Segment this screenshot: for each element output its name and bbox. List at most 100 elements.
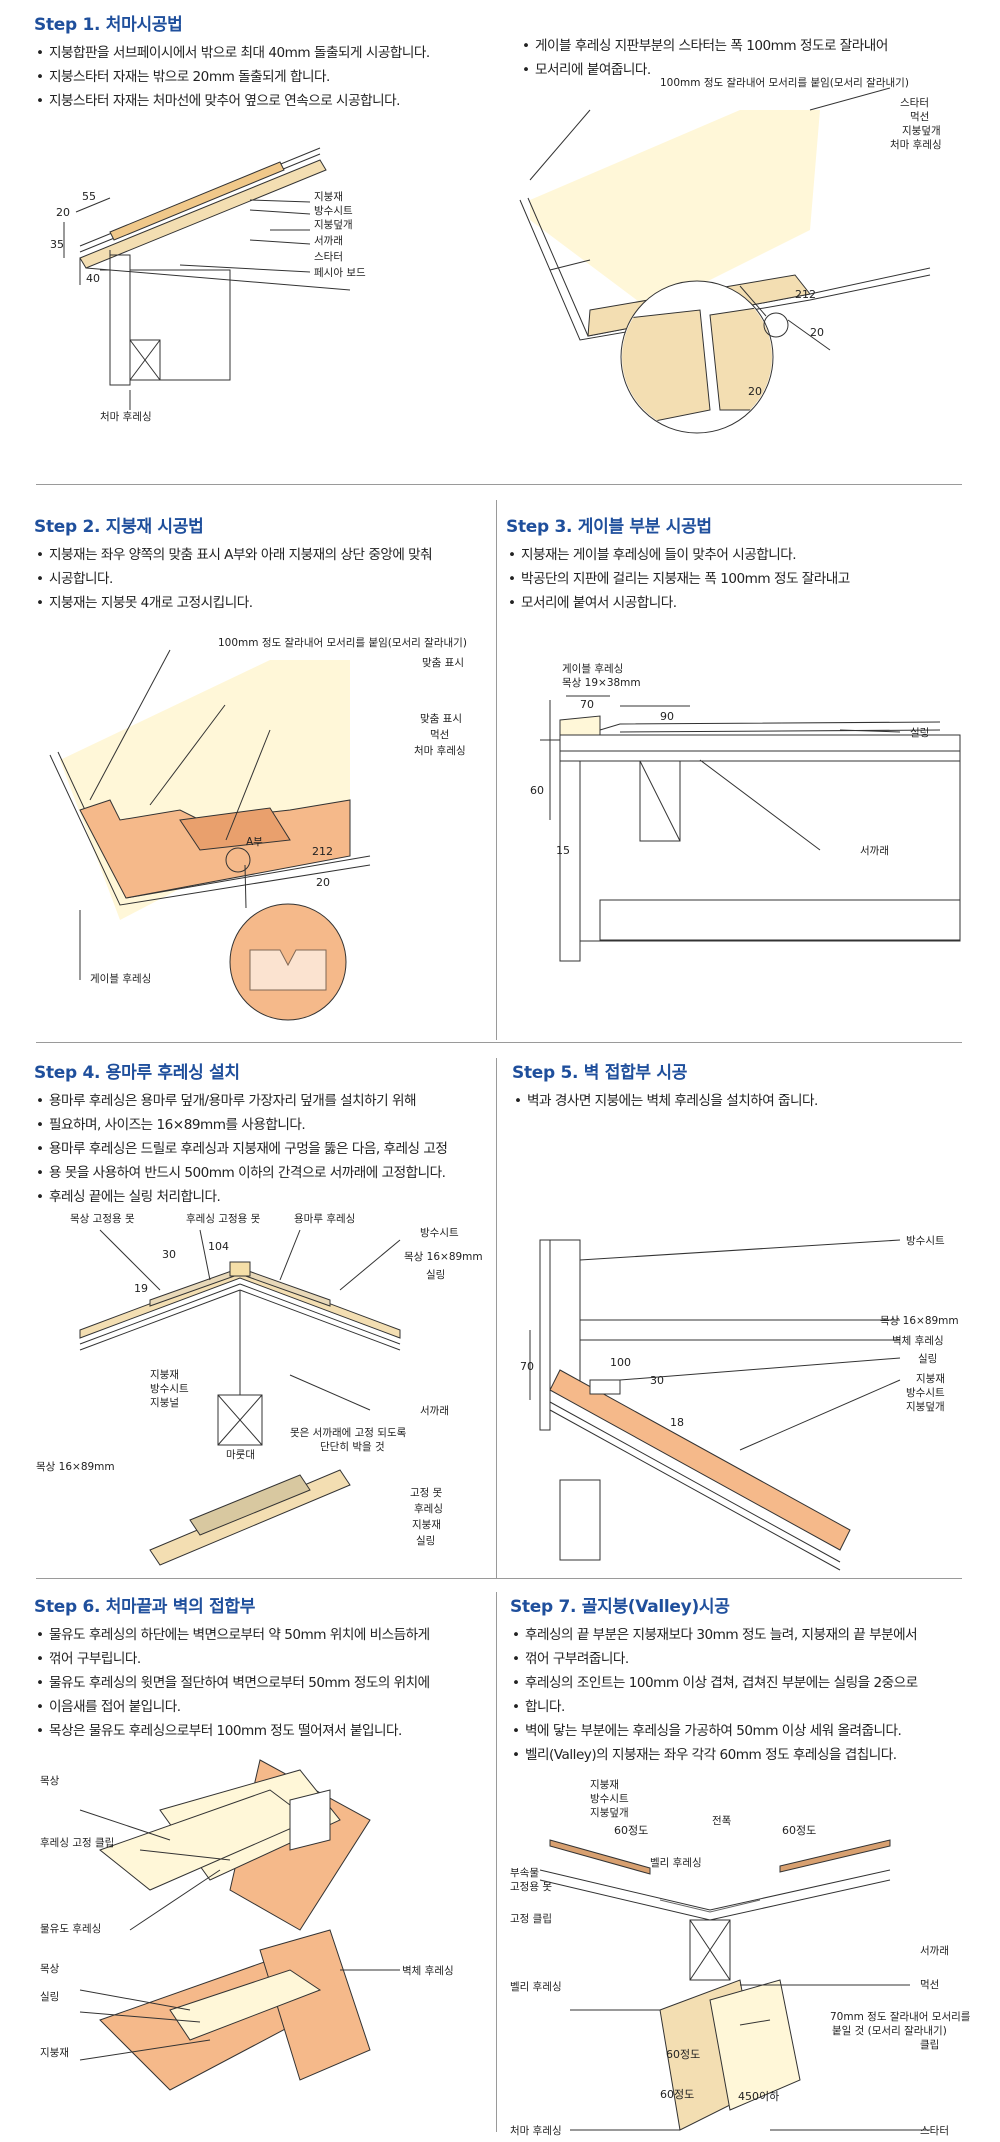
bullet: 후레싱의 조인트는 100mm 이상 겹쳐, 겹쳐진 부분에는 실링을 2중으로 (510, 1671, 980, 1695)
divider (36, 1042, 962, 1043)
label-cheo: 처마 후레싱 (510, 2125, 562, 2137)
step6-title: Step 6. 처마끝과 벽의 접합부 (34, 1597, 256, 1617)
label-seo: 서까래 (920, 1945, 949, 1957)
label-ma: 마룻대 (226, 1449, 255, 1461)
step6-bullets: 물유도 후레싱의 하단에는 벽면으로부터 약 50mm 위치에 비스듬하게 꺾어… (34, 1623, 504, 1743)
bullet: 지붕재는 지붕못 4개로 고정시킵니다. (34, 591, 494, 615)
label-clip: 후레싱 고정 클립 (40, 1836, 114, 1849)
label-gomot: 고정 못 (410, 1487, 443, 1499)
label-seo: 서까래 (314, 235, 343, 247)
step4-title: Step 4. 용마루 후레싱 설치 (34, 1063, 240, 1083)
dim-20: 20 (316, 876, 330, 889)
label-byeok: 벽체 후레싱 (402, 1965, 454, 1977)
label-nal: 지붕널 (150, 1397, 179, 1409)
step5-panel: Step 5. 벽 접합부 시공 벽과 경사면 지붕에는 벽체 후레싱을 설치하… (512, 1058, 972, 1113)
label-bel: 벨리 후레싱 (650, 1857, 702, 1869)
dim-35: 35 (50, 238, 64, 251)
label-bu2: 고정용 못 (510, 1881, 552, 1893)
label-gae: 게이블 후레싱 (562, 663, 623, 675)
dim-100: 100 (610, 1356, 631, 1369)
bullet: 벽에 닿는 부분에는 후레싱을 가공하여 50mm 이상 세워 올려줍니다. (510, 1719, 980, 1743)
label-motnote1: 못은 서까래에 고정 되도록 (290, 1427, 407, 1439)
bullet: 후레싱 끝에는 실링 처리합니다. (34, 1185, 494, 1209)
bullet-cont: 필요하며, 사이즈는 16×89mm를 사용합니다. (34, 1113, 494, 1137)
dim-60b: 60정도 (782, 1824, 816, 1837)
dim-30: 30 (162, 1248, 176, 1261)
bullet-cont: 시공합니다. (34, 567, 494, 591)
label-sil: 실링 (40, 1991, 59, 2003)
divider-vertical (496, 1592, 497, 2132)
step2-bullets: 지붕재는 좌우 양쪽의 맞춤 표시 A부와 아래 지붕재의 상단 중앙에 맞춰 … (34, 543, 494, 615)
bullet: 지붕스타터 자재는 밖으로 20mm 돌출되게 합니다. (34, 65, 494, 89)
bullet: 후레싱의 끝 부분은 지붕재보다 30mm 정도 늘려, 지붕재의 끝 부분에서 (510, 1623, 980, 1647)
step5-diagram: 방수시트 목상 16×89mm 벽체 후레싱 실링 지붕재 방수시트 지붕덮개 … (520, 1235, 959, 1571)
step1-bullets: 지붕합판을 서브페이시에서 밖으로 최대 40mm 돌출되게 시공합니다. 지붕… (34, 41, 494, 113)
dim-18: 18 (670, 1416, 684, 1429)
label-clip: 클립 (920, 2038, 939, 2051)
label-mul: 물유도 후레싱 (40, 1923, 101, 1935)
label-cut: 100mm 정도 잘라내어 모서리를 붙임(모서리 잘라내기) (218, 636, 467, 649)
bullet: 벽과 경사면 지붕에는 벽체 후레싱을 설치하여 줍니다. (512, 1089, 972, 1113)
label-seo: 서까래 (420, 1405, 449, 1417)
step3-panel: Step 3. 게이블 부분 시공법 지붕재는 게이블 후레싱에 들이 맞추어 … (506, 512, 976, 615)
label-sil: 실링 (918, 1353, 937, 1365)
label-sil: 실링 (910, 727, 929, 739)
bullet: 지붕합판을 서브페이시에서 밖으로 최대 40mm 돌출되게 시공합니다. (34, 41, 494, 65)
label-sil: 실링 (426, 1269, 445, 1281)
label-motnote2: 단단히 박을 것 (320, 1441, 385, 1453)
label-bu1: 부속물 (510, 1867, 539, 1879)
bullet-cont: 이음새를 접어 붙입니다. (34, 1695, 504, 1719)
label-jib2: 지붕재 (412, 1519, 441, 1531)
dim-60a: 60정도 (614, 1824, 648, 1837)
bullet-cont: 용 못을 사용하여 반드시 500mm 이하의 간격으로 서까래에 고정합니다. (34, 1161, 494, 1185)
label-cut2: 붙일 것 (모서리 잘라내기) (832, 2024, 947, 2037)
label-star: 스타터 (314, 251, 343, 263)
label-mok: 목상 (40, 1775, 60, 1787)
divider-vertical (496, 500, 497, 1040)
step7-title: Step 7. 골지붕(Valley)시공 (510, 1597, 730, 1617)
bullet: 게이블 후레싱 지판부분의 스타터는 폭 100mm 정도로 잘라내어 (520, 34, 980, 58)
label-humot: 후레싱 고정용 못 (186, 1213, 261, 1225)
step5-bullets: 벽과 경사면 지붕에는 벽체 후레싱을 설치하여 줍니다. (512, 1089, 972, 1113)
step3-diagram: 게이블 후레싱 목상 19×38mm 70 90 60 15 실링 서까래 (530, 663, 961, 962)
label-star: 스타터 (900, 97, 929, 109)
bullet-cont: 합니다. (510, 1695, 980, 1719)
step6-panel: Step 6. 처마끝과 벽의 접합부 물유도 후레싱의 하단에는 벽면으로부터… (34, 1592, 504, 1743)
label-meok: 먹선 (920, 1979, 939, 1991)
bullet: 지붕재는 게이블 후레싱에 들이 맞추어 시공합니다. (506, 543, 976, 567)
bullet: 벨리(Valley)의 지붕재는 좌우 각각 60mm 정도 후레싱을 겹칩니다… (510, 1743, 980, 1767)
bullet: 용마루 후레싱은 용마루 덮개/용마루 가장자리 덮개를 설치하기 위해 (34, 1089, 494, 1113)
dim-104: 104 (208, 1240, 229, 1253)
step1b-bullets: 게이블 후레싱 지판부분의 스타터는 폭 100mm 정도로 잘라내어 모서리에… (520, 34, 980, 82)
label-cut1: 70mm 정도 잘라내어 모서리를 (830, 2011, 971, 2023)
dim-40: 40 (86, 272, 100, 285)
bullet: 물유도 후레싱의 윗면을 절단하여 벽면으로부터 50mm 정도의 위치에 (34, 1671, 504, 1695)
step7-diagram: 지붕재 방수시트 지붕덮개 전폭 60정도 60정도 벨리 후레싱 부속물 고정… (510, 1779, 971, 2137)
label-bang: 방수시트 (314, 205, 353, 217)
label-sil2: 실링 (416, 1535, 435, 1547)
label-mok2: 목상 (40, 1963, 60, 1975)
step5-title: Step 5. 벽 접합부 시공 (512, 1063, 688, 1083)
step2-diagram: 100mm 정도 잘라내어 모서리를 붙임(모서리 잘라내기) 맞춤 표시 맞춤… (49, 636, 467, 1021)
label-go: 고정 클립 (510, 1912, 552, 1925)
label-jib: 지붕재 (150, 1369, 179, 1381)
divider (36, 484, 962, 485)
label-jib: 지붕재 (40, 2047, 69, 2059)
label-abu: A부 (246, 836, 263, 848)
label-mok16: 목상 16×89mm (404, 1251, 483, 1263)
dim-212: 212 (795, 288, 816, 301)
label-gae: 게이블 후레싱 (90, 973, 151, 985)
step1-title: Step 1. 처마시공법 (34, 15, 183, 35)
bullet: 지붕재는 좌우 양쪽의 맞춤 표시 A부와 아래 지붕재의 상단 중앙에 맞춰 (34, 543, 494, 567)
bullet: 물유도 후레싱의 하단에는 벽면으로부터 약 50mm 위치에 비스듬하게 (34, 1623, 504, 1647)
label-mokmot: 목상 고정용 못 (70, 1213, 135, 1225)
step6-diagram: 목상 후레싱 고정 클립 물유도 후레싱 목상 실링 지붕재 벽체 후레싱 (40, 1759, 454, 2091)
label-bang2: 방수시트 (906, 1387, 945, 1399)
label-mat1: 맞춤 표시 (422, 657, 464, 669)
label-mok: 목상 16×89mm (880, 1315, 959, 1327)
bullet: 목상은 물유도 후레싱으로부터 100mm 정도 떨어져서 붙입니다. (34, 1719, 504, 1743)
bullet-cont: 모서리에 붙여서 시공합니다. (506, 591, 976, 615)
step3-bullets: 지붕재는 게이블 후레싱에 들이 맞추어 시공합니다. 박공단의 지판에 걸리는… (506, 543, 976, 615)
dim-450: 450이하 (738, 2089, 779, 2103)
label-cheo: 처마 후레싱 (890, 139, 942, 151)
